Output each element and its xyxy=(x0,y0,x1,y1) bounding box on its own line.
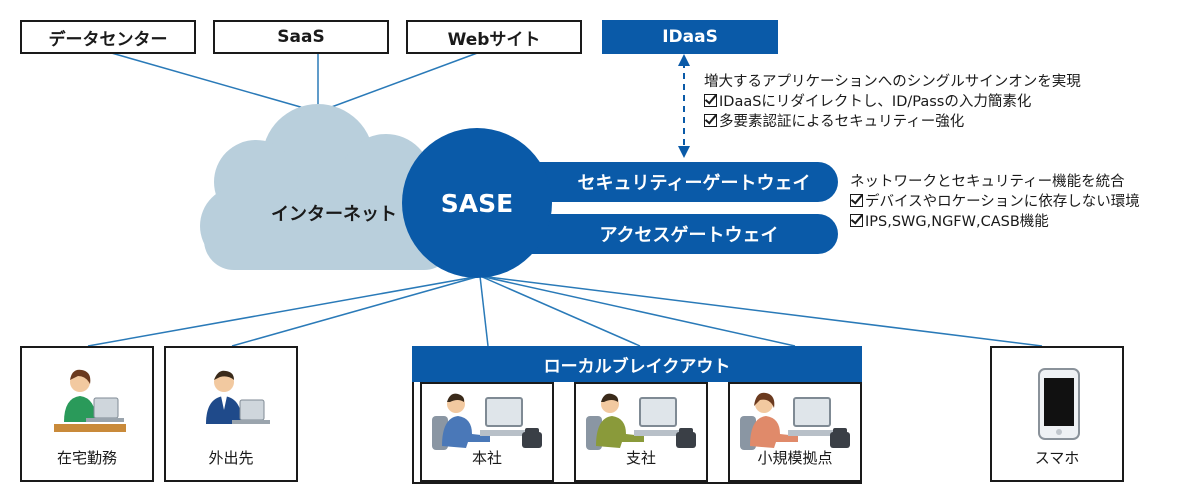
site-hq-label: 本社 xyxy=(471,449,502,467)
site-branch-label: 支社 xyxy=(625,449,656,467)
local-breakout-title: ローカルブレイクアウト xyxy=(412,346,862,382)
security-gateway-label: セキュリティーゲートウェイ xyxy=(577,173,811,194)
checkbox-icon xyxy=(704,94,717,107)
security-gateway: セキュリティーゲートウェイ xyxy=(520,162,838,202)
site-outside-label: 外出先 xyxy=(208,449,254,467)
gateway-note-item: IPS,SWG,NGFW,CASB機能 xyxy=(865,214,1049,230)
datacenter-box: データセンター xyxy=(20,20,196,54)
office-worker-icon xyxy=(432,393,542,450)
site-smartphone-label: スマホ xyxy=(1034,449,1080,467)
woman-laptop-icon xyxy=(54,369,126,432)
office-worker-icon xyxy=(740,392,850,450)
datacenter-label: データセンター xyxy=(48,29,168,50)
checkbox-icon xyxy=(850,194,863,207)
access-gateway: アクセスゲートウェイ xyxy=(520,214,838,254)
idaas-note-heading: 増大するアプリケーションへのシングルサインオンを実現 xyxy=(704,74,1081,90)
gateway-note-heading: ネットワークとセキュリティー機能を統合 xyxy=(850,174,1125,190)
gateway-note: ネットワークとセキュリティー機能を統合 デバイスやロケーションに依存しない環境 … xyxy=(850,172,1140,232)
office-worker-icon xyxy=(586,393,696,450)
web-box: Webサイト xyxy=(406,20,582,54)
gateway-note-item: デバイスやロケーションに依存しない環境 xyxy=(865,194,1140,210)
smartphone-icon xyxy=(1038,368,1080,440)
internet-label: インターネット xyxy=(271,204,397,225)
idaas-note: 増大するアプリケーションへのシングルサインオンを実現 IDaaSにリダイレクトし… xyxy=(704,72,1081,132)
idaas-note-item: 多要素認証によるセキュリティー強化 xyxy=(719,114,965,130)
web-label: Webサイト xyxy=(447,29,541,50)
site-outside: 外出先 xyxy=(164,346,298,482)
idaas-box: IDaaS xyxy=(602,20,778,54)
access-gateway-label: アクセスゲートウェイ xyxy=(599,225,779,246)
sase-circle: SASE xyxy=(402,128,552,278)
site-small: 小規模拠点 xyxy=(728,382,862,482)
site-hq: 本社 xyxy=(420,382,554,482)
sase-label: SASE xyxy=(440,188,514,218)
checkbox-icon xyxy=(704,114,717,127)
saas-box: SaaS xyxy=(213,20,389,54)
site-home: 在宅勤務 xyxy=(20,346,154,482)
checkbox-icon xyxy=(850,214,863,227)
site-smartphone: スマホ xyxy=(990,346,1124,482)
site-home-label: 在宅勤務 xyxy=(56,449,117,467)
idaas-note-item: IDaaSにリダイレクトし、ID/Passの入力簡素化 xyxy=(719,94,1032,110)
saas-label: SaaS xyxy=(277,27,325,47)
idaas-label: IDaaS xyxy=(662,27,718,47)
man-laptop-icon xyxy=(206,370,270,424)
site-small-label: 小規模拠点 xyxy=(757,449,833,467)
site-branch: 支社 xyxy=(574,382,708,482)
